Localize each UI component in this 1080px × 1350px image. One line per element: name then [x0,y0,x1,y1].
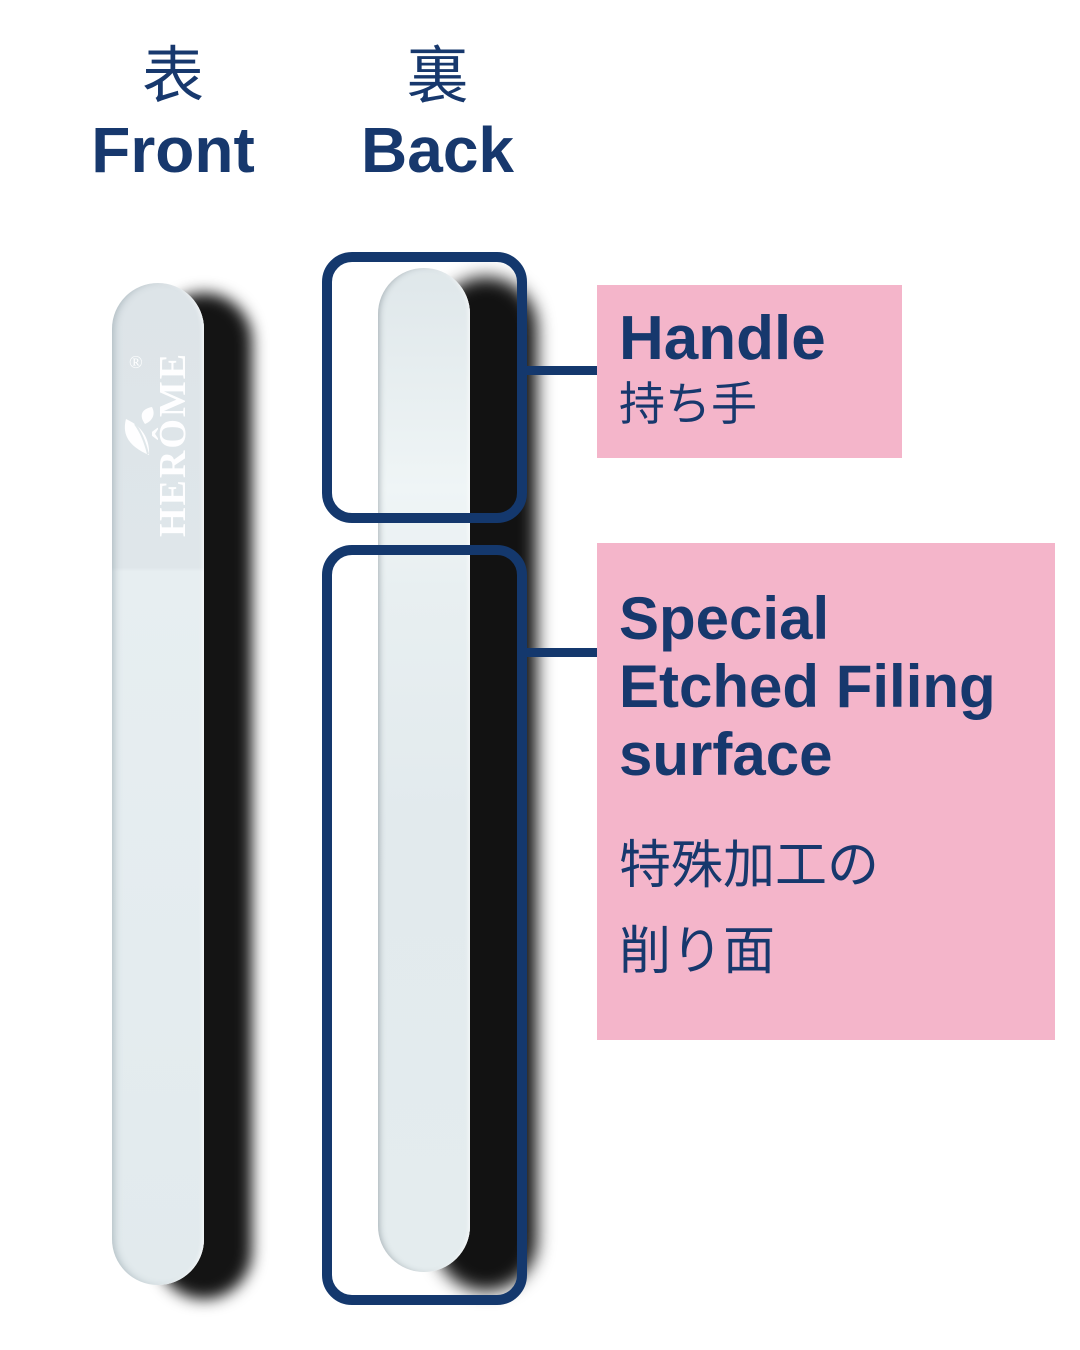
front-column-label: 表 Front [78,42,268,182]
filing-surface-annotation-card: Special Etched Filing surface 特殊加工の 削り面 [597,543,1055,1040]
registered-trademark-mark: ® [129,352,143,372]
handle-annotation-card: Handle 持ち手 [597,285,902,458]
back-label-japanese: 裏 [406,42,469,111]
handle-title-japanese: 持ち手 [619,378,757,430]
filing-title-line-3: surface [619,721,833,788]
nail-file-back [378,268,470,1272]
nail-file-front [112,283,204,1285]
filing-title-line-2: Etched Filing [619,653,996,720]
leaf-icon [124,407,154,455]
front-label-japanese: 表 [141,42,204,111]
filing-surface-outline-box [322,545,527,1305]
front-label-english: Front [91,114,255,186]
handle-outline-box [322,252,527,523]
filing-japanese-line-2: 削り面 [619,923,776,981]
filing-title-line-1: Special [619,585,830,652]
filing-japanese-block: 特殊加工の 削り面 [619,823,1045,995]
handle-title-english: Handle [619,304,826,373]
filing-surface-connector-line [525,648,597,657]
back-column-label: 裏 Back [355,42,520,182]
handle-connector-line [525,366,597,375]
filing-japanese-line-1: 特殊加工の [619,837,880,895]
back-label-english: Back [361,114,514,186]
